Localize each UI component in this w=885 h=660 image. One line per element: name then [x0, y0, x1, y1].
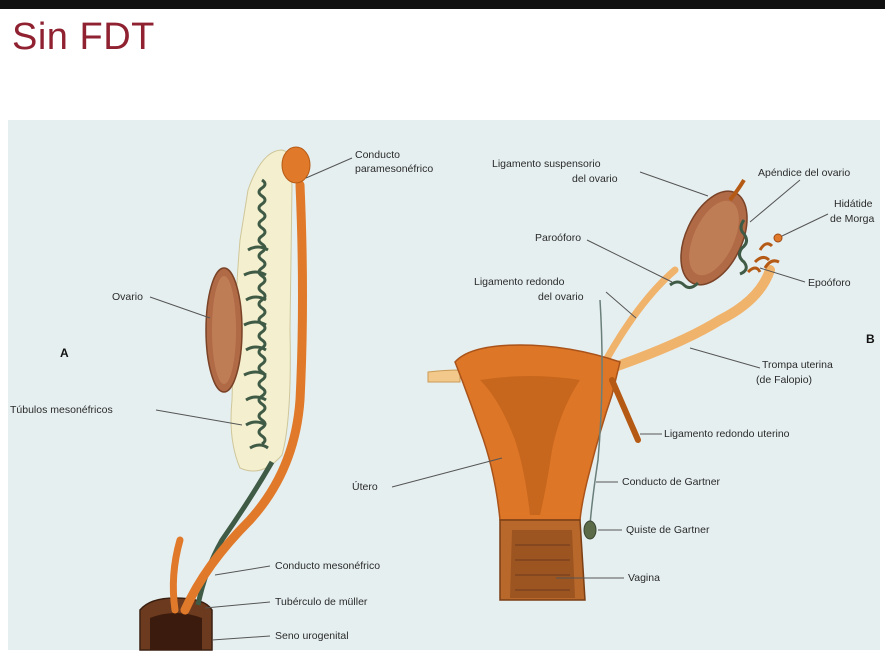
label-uterine-tube-line1: Trompa uterina: [762, 359, 833, 371]
diagram-background: [8, 120, 880, 650]
label-appendix-ovary: Apéndice del ovario: [758, 167, 850, 179]
label-suspensory-line2: del ovario: [572, 173, 618, 185]
label-urogenital-sinus: Seno urogenital: [275, 630, 349, 642]
label-uterus: Útero: [352, 480, 378, 493]
label-mesonephric-duct: Conducto mesonéfrico: [275, 560, 380, 572]
label-ovary-a: Ovario: [112, 291, 143, 303]
label-hydatid-line1: Hidátide: [834, 198, 873, 210]
gartner-cyst: [584, 521, 596, 539]
label-paroophoron: Paroóforo: [535, 232, 581, 244]
label-hydatid-line2: de Morga: [830, 213, 875, 225]
label-paramesonephric-line2: paramesonéfrico: [355, 163, 433, 175]
label-round-ovary-line1: Ligamento redondo: [474, 276, 565, 288]
paramesonephric-funnel: [282, 147, 310, 183]
label-suspensory-line1: Ligamento suspensorio: [492, 158, 601, 170]
label-paramesonephric-line1: Conducto: [355, 149, 400, 161]
panel-b-letter: B: [866, 332, 875, 346]
label-mesonephric-tubules: Túbulos mesonéfricos: [10, 404, 113, 416]
left-ligament: [428, 370, 460, 382]
hydatid: [774, 234, 782, 242]
label-gartner-duct: Conducto de Gartner: [622, 476, 721, 488]
label-round-ovary-line2: del ovario: [538, 291, 584, 303]
label-uterine-tube-line2: (de Falopio): [756, 374, 812, 386]
label-vagina: Vagina: [628, 572, 660, 584]
label-muller-tubercle: Tubérculo de müller: [275, 596, 368, 608]
label-round-uterine-ligament: Ligamento redondo uterino: [664, 428, 790, 440]
label-gartner-cyst: Quiste de Gartner: [626, 524, 710, 536]
panel-a-letter: A: [60, 346, 69, 360]
label-epoophoron: Epoóforo: [808, 277, 851, 289]
